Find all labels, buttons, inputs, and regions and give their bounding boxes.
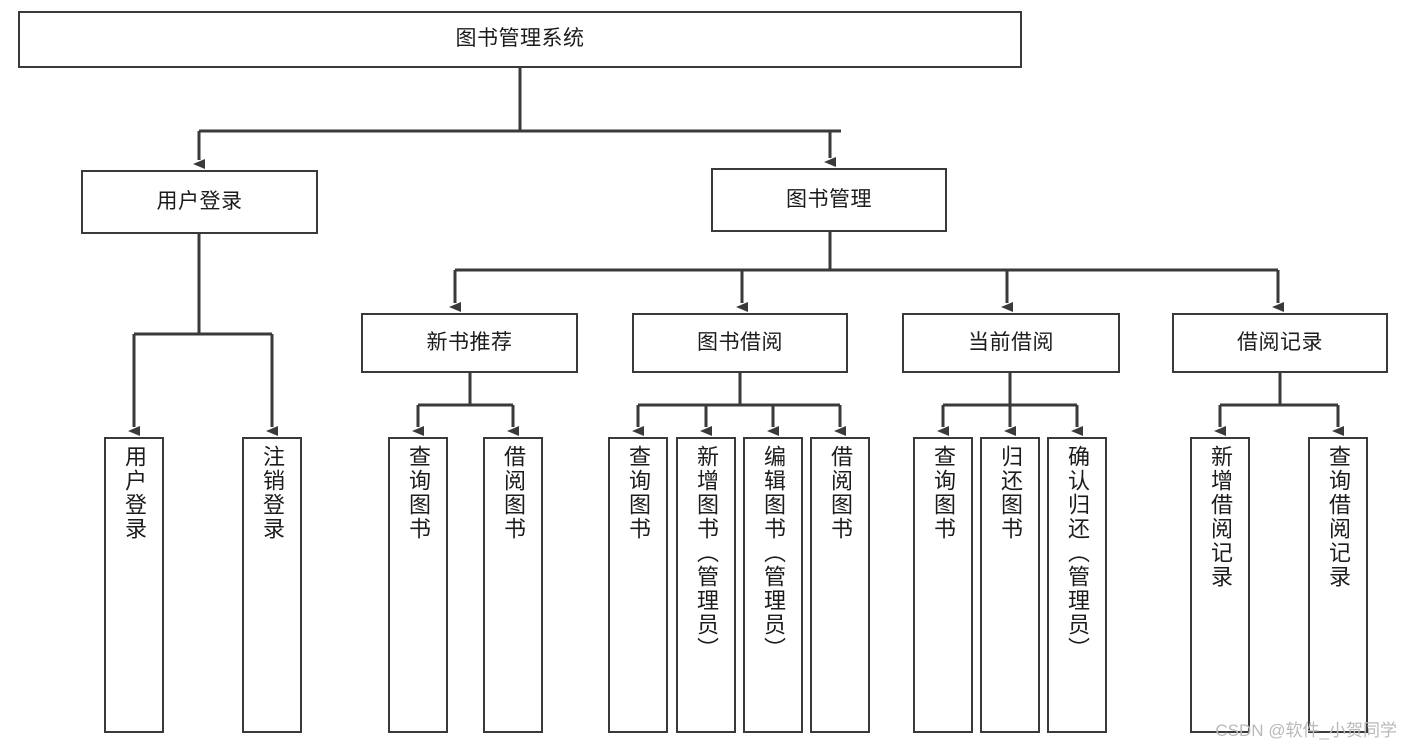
node-leaf-borrow-book-2[interactable]: 借阅图书 (810, 437, 870, 733)
node-leaf-user-login-label: 用户登录 (122, 445, 147, 541)
node-leaf-add-record[interactable]: 新增借阅记录 (1190, 437, 1250, 733)
node-leaf-query-record[interactable]: 查询借阅记录 (1308, 437, 1368, 733)
node-leaf-query-record-label: 查询借阅记录 (1326, 445, 1351, 589)
node-leaf-borrow-book-1[interactable]: 借阅图书 (483, 437, 543, 733)
node-leaf-add-record-label: 新增借阅记录 (1208, 445, 1233, 589)
node-borrow-record-label: 借阅记录 (1237, 330, 1323, 354)
node-book-borrow-label: 图书借阅 (697, 330, 783, 354)
node-borrow-record[interactable]: 借阅记录 (1172, 313, 1388, 373)
node-leaf-borrow-book-2-label: 借阅图书 (828, 445, 853, 541)
node-leaf-query-book-3[interactable]: 查询图书 (913, 437, 973, 733)
node-leaf-add-book[interactable]: 新增图书（管理员） (676, 437, 736, 733)
node-leaf-return-book[interactable]: 归还图书 (980, 437, 1040, 733)
node-leaf-edit-book-label: 编辑图书（管理员） (761, 445, 786, 661)
node-leaf-user-login[interactable]: 用户登录 (104, 437, 164, 733)
node-leaf-confirm-return-label: 确认归还（管理员） (1065, 445, 1090, 661)
node-leaf-return-book-label: 归还图书 (998, 445, 1023, 541)
node-leaf-add-book-label: 新增图书（管理员） (694, 445, 719, 661)
node-leaf-edit-book[interactable]: 编辑图书（管理员） (743, 437, 803, 733)
node-book-borrow[interactable]: 图书借阅 (632, 313, 848, 373)
node-leaf-query-book-3-label: 查询图书 (931, 445, 956, 541)
node-leaf-confirm-return[interactable]: 确认归还（管理员） (1047, 437, 1107, 733)
node-new-book-rec-label: 新书推荐 (426, 330, 513, 354)
node-user-login[interactable]: 用户登录 (81, 170, 318, 234)
node-current-borrow[interactable]: 当前借阅 (902, 313, 1120, 373)
node-root-label: 图书管理系统 (455, 27, 585, 51)
node-user-login-label: 用户登录 (156, 189, 243, 213)
node-book-manage-label: 图书管理 (786, 187, 872, 211)
node-leaf-logout[interactable]: 注销登录 (242, 437, 302, 733)
node-root[interactable]: 图书管理系统 (18, 11, 1022, 68)
node-current-borrow-label: 当前借阅 (968, 330, 1054, 354)
node-leaf-query-book-1-label: 查询图书 (406, 445, 431, 541)
node-book-manage[interactable]: 图书管理 (711, 168, 947, 232)
node-leaf-query-book-1[interactable]: 查询图书 (388, 437, 448, 733)
node-leaf-query-book-2-label: 查询图书 (626, 445, 651, 541)
node-leaf-query-book-2[interactable]: 查询图书 (608, 437, 668, 733)
node-new-book-rec[interactable]: 新书推荐 (361, 313, 578, 373)
node-leaf-borrow-book-1-label: 借阅图书 (501, 445, 526, 541)
node-leaf-logout-label: 注销登录 (260, 445, 285, 541)
